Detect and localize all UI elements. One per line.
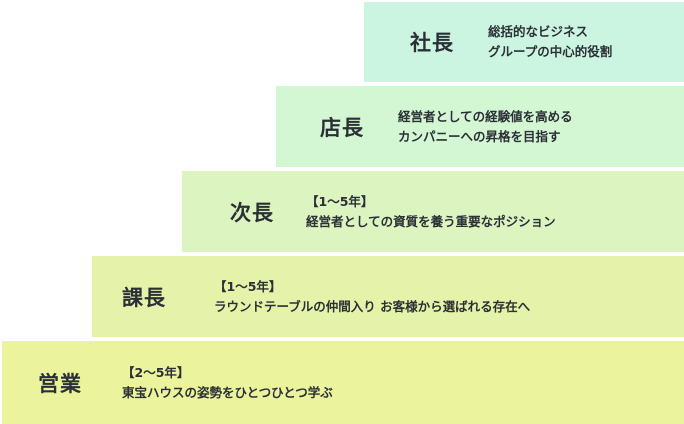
step-description-line2: 東宝ハウスの姿勢をひとつひとつ学ぶ [122,384,333,400]
step-description-line2: ラウンドテーブルの仲間入り お客様から選ばれる存在へ [214,298,531,314]
step-description: 【2〜5年】 東宝ハウスの姿勢をひとつひとつ学ぶ [122,363,333,403]
step-title: 営業 [38,371,82,396]
career-step-president: 社長 総括的なビジネス グループの中心的役割 [364,2,684,82]
step-description-line1: 【2〜5年】 [122,364,190,380]
career-step-deputy-manager: 次長 【1〜5年】 経営者としての資質を養う重要なポジション [182,171,684,252]
step-description: 経営者としての経験値を高める カンパニーへの昇格を目指す [398,107,573,147]
step-description-line2: 経営者としての資質を養う重要なポジション [306,213,556,229]
step-description-line2: カンパニーへの昇格を目指す [398,128,561,144]
career-step-sales: 営業 【2〜5年】 東宝ハウスの姿勢をひとつひとつ学ぶ [2,341,684,424]
step-description: 【1〜5年】 経営者としての資質を養う重要なポジション [306,192,556,232]
step-description-line1: 総括的なビジネス [488,24,589,39]
step-title: 社長 [410,31,454,55]
step-title: 店長 [320,115,364,140]
step-description-line1: 経営者としての経験値を高める [398,108,573,124]
step-description: 【1〜5年】 ラウンドテーブルの仲間入り お客様から選ばれる存在へ [214,277,530,317]
career-step-store-manager: 店長 経営者としての経験値を高める カンパニーへの昇格を目指す [276,86,684,167]
step-description-line1: 【1〜5年】 [214,278,282,294]
step-description: 総括的なビジネス グループの中心的役割 [488,22,612,62]
step-description-line1: 【1〜5年】 [306,193,374,209]
step-title: 課長 [122,285,166,310]
step-title: 次長 [230,200,274,225]
step-description-line2: グループの中心的役割 [488,44,613,59]
career-step-section-chief: 課長 【1〜5年】 ラウンドテーブルの仲間入り お客様から選ばれる存在へ [92,256,684,337]
